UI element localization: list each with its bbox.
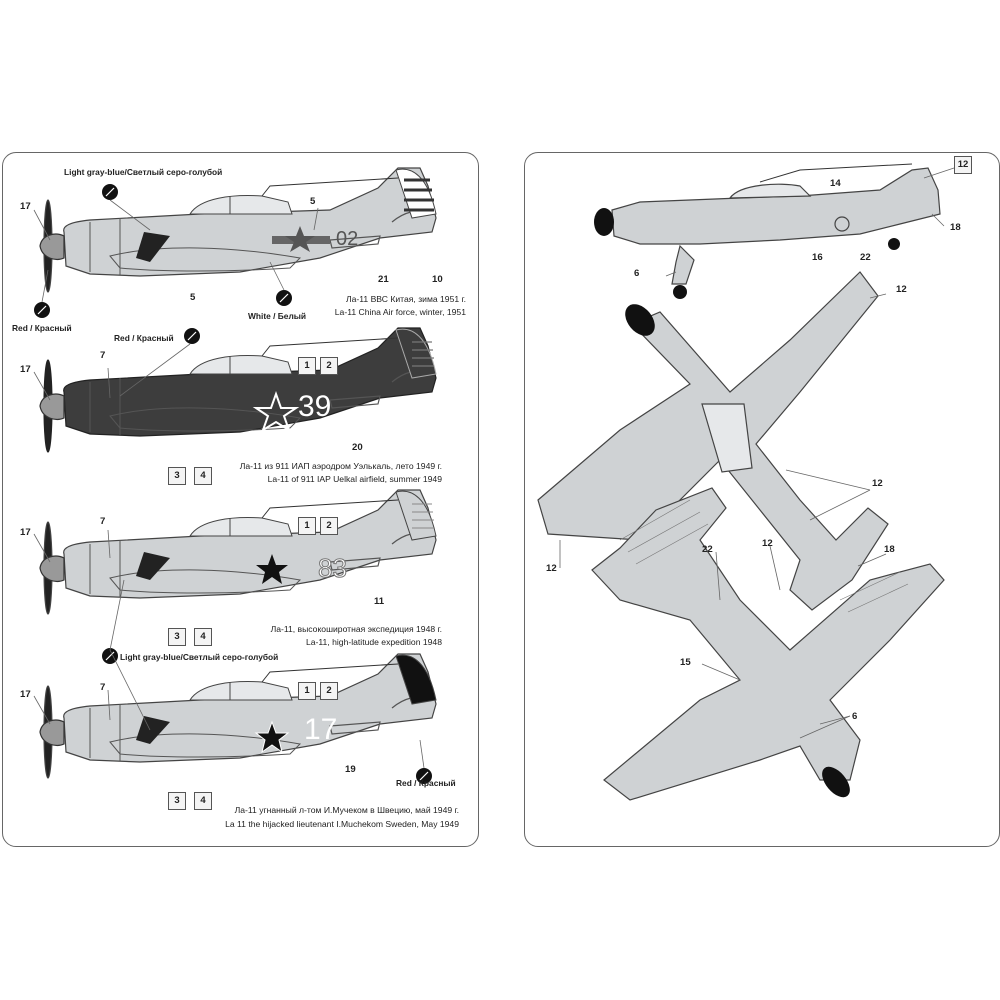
callout-21: 21	[378, 274, 389, 285]
caption-4-en: La 11 the hijacked lieutenant I.Muchekom…	[225, 819, 459, 829]
color-label-red: Red / Красный	[12, 323, 72, 333]
caption-3-ru: Ла-11, высокоширотная экспедиция 1948 г.	[270, 624, 442, 634]
callout-17: 17	[20, 364, 31, 375]
callout-15: 15	[680, 657, 691, 668]
callout-11: 11	[374, 596, 385, 607]
code-02: 02	[336, 228, 359, 250]
caption-3-en: La-11, high-latitude expedition 1948	[305, 637, 442, 647]
profile-3-expedition	[39, 489, 437, 615]
callout-12: 12	[546, 563, 557, 574]
callout-4: 4	[194, 628, 212, 646]
callout-12: 12	[896, 284, 907, 295]
caption-4-ru: Ла-11 угнанный л-том И.Мучеком в Швецию,…	[234, 805, 459, 815]
callout-1: 1	[298, 357, 316, 375]
callout-7: 7	[100, 516, 106, 527]
color-label-light-gray-blue-2: Light gray-blue/Светлый серо-голубой	[120, 652, 279, 662]
callout-6: 6	[634, 268, 640, 279]
callout-10: 10	[432, 274, 443, 285]
code-39: 39	[298, 390, 332, 423]
caption-1-en: La-11 China Air force, winter, 1951	[334, 307, 466, 317]
callout-7: 7	[100, 682, 106, 693]
callout-1: 1	[298, 682, 316, 700]
callout-3: 3	[168, 628, 186, 646]
side-view-plane	[594, 167, 941, 299]
profile-4-sweden	[39, 653, 437, 779]
callout-5: 5	[310, 196, 316, 207]
callout-22: 22	[702, 544, 713, 555]
callout-19: 19	[345, 764, 356, 775]
callout-16: 16	[812, 252, 823, 263]
callout-2: 2	[320, 517, 338, 535]
caption-1-ru: Ла-11 ВВС Китая, зима 1951 г.	[345, 294, 466, 304]
profile-2-dark	[39, 327, 437, 453]
color-label-red-3: Red / Красный	[396, 778, 456, 788]
callout-2: 2	[320, 682, 338, 700]
color-label-red-2: Red / Красный	[114, 333, 174, 343]
bottom-view-plane	[591, 487, 945, 801]
callout-12: 12	[872, 478, 883, 489]
top-view-plane	[537, 271, 889, 611]
callout-17: 17	[20, 689, 31, 700]
callout-4: 4	[194, 467, 212, 485]
callout-7: 7	[100, 350, 106, 361]
color-label-white: White / Белый	[248, 311, 307, 321]
callout-3: 3	[168, 467, 186, 485]
callout-1: 1	[298, 517, 316, 535]
callout-12: 12	[954, 156, 972, 174]
caption-2-ru: Ла-11 из 911 ИАП аэродром Уэлькаль, лето…	[239, 461, 442, 471]
callout-12: 12	[762, 538, 773, 549]
callout-2: 2	[320, 357, 338, 375]
caption-2-en: La-11 of 911 IAP Uelkal airfield, summer…	[267, 474, 442, 484]
callout-22: 22	[860, 252, 871, 263]
callout-4: 4	[194, 792, 212, 810]
callout-5b: 5	[190, 292, 196, 303]
callout-3: 3	[168, 792, 186, 810]
callout-6: 6	[852, 711, 858, 722]
code-17: 17	[304, 713, 338, 746]
callout-17: 17	[20, 201, 31, 212]
code-83: 83	[318, 553, 348, 584]
callout-18: 18	[950, 222, 961, 233]
callout-20: 20	[352, 442, 363, 453]
color-label-light-gray-blue: Light gray-blue/Светлый серо-голубой	[64, 167, 223, 177]
callout-18: 18	[884, 544, 895, 555]
callout-14: 14	[830, 178, 841, 189]
callout-17: 17	[20, 527, 31, 538]
profile-1-china	[39, 167, 437, 293]
